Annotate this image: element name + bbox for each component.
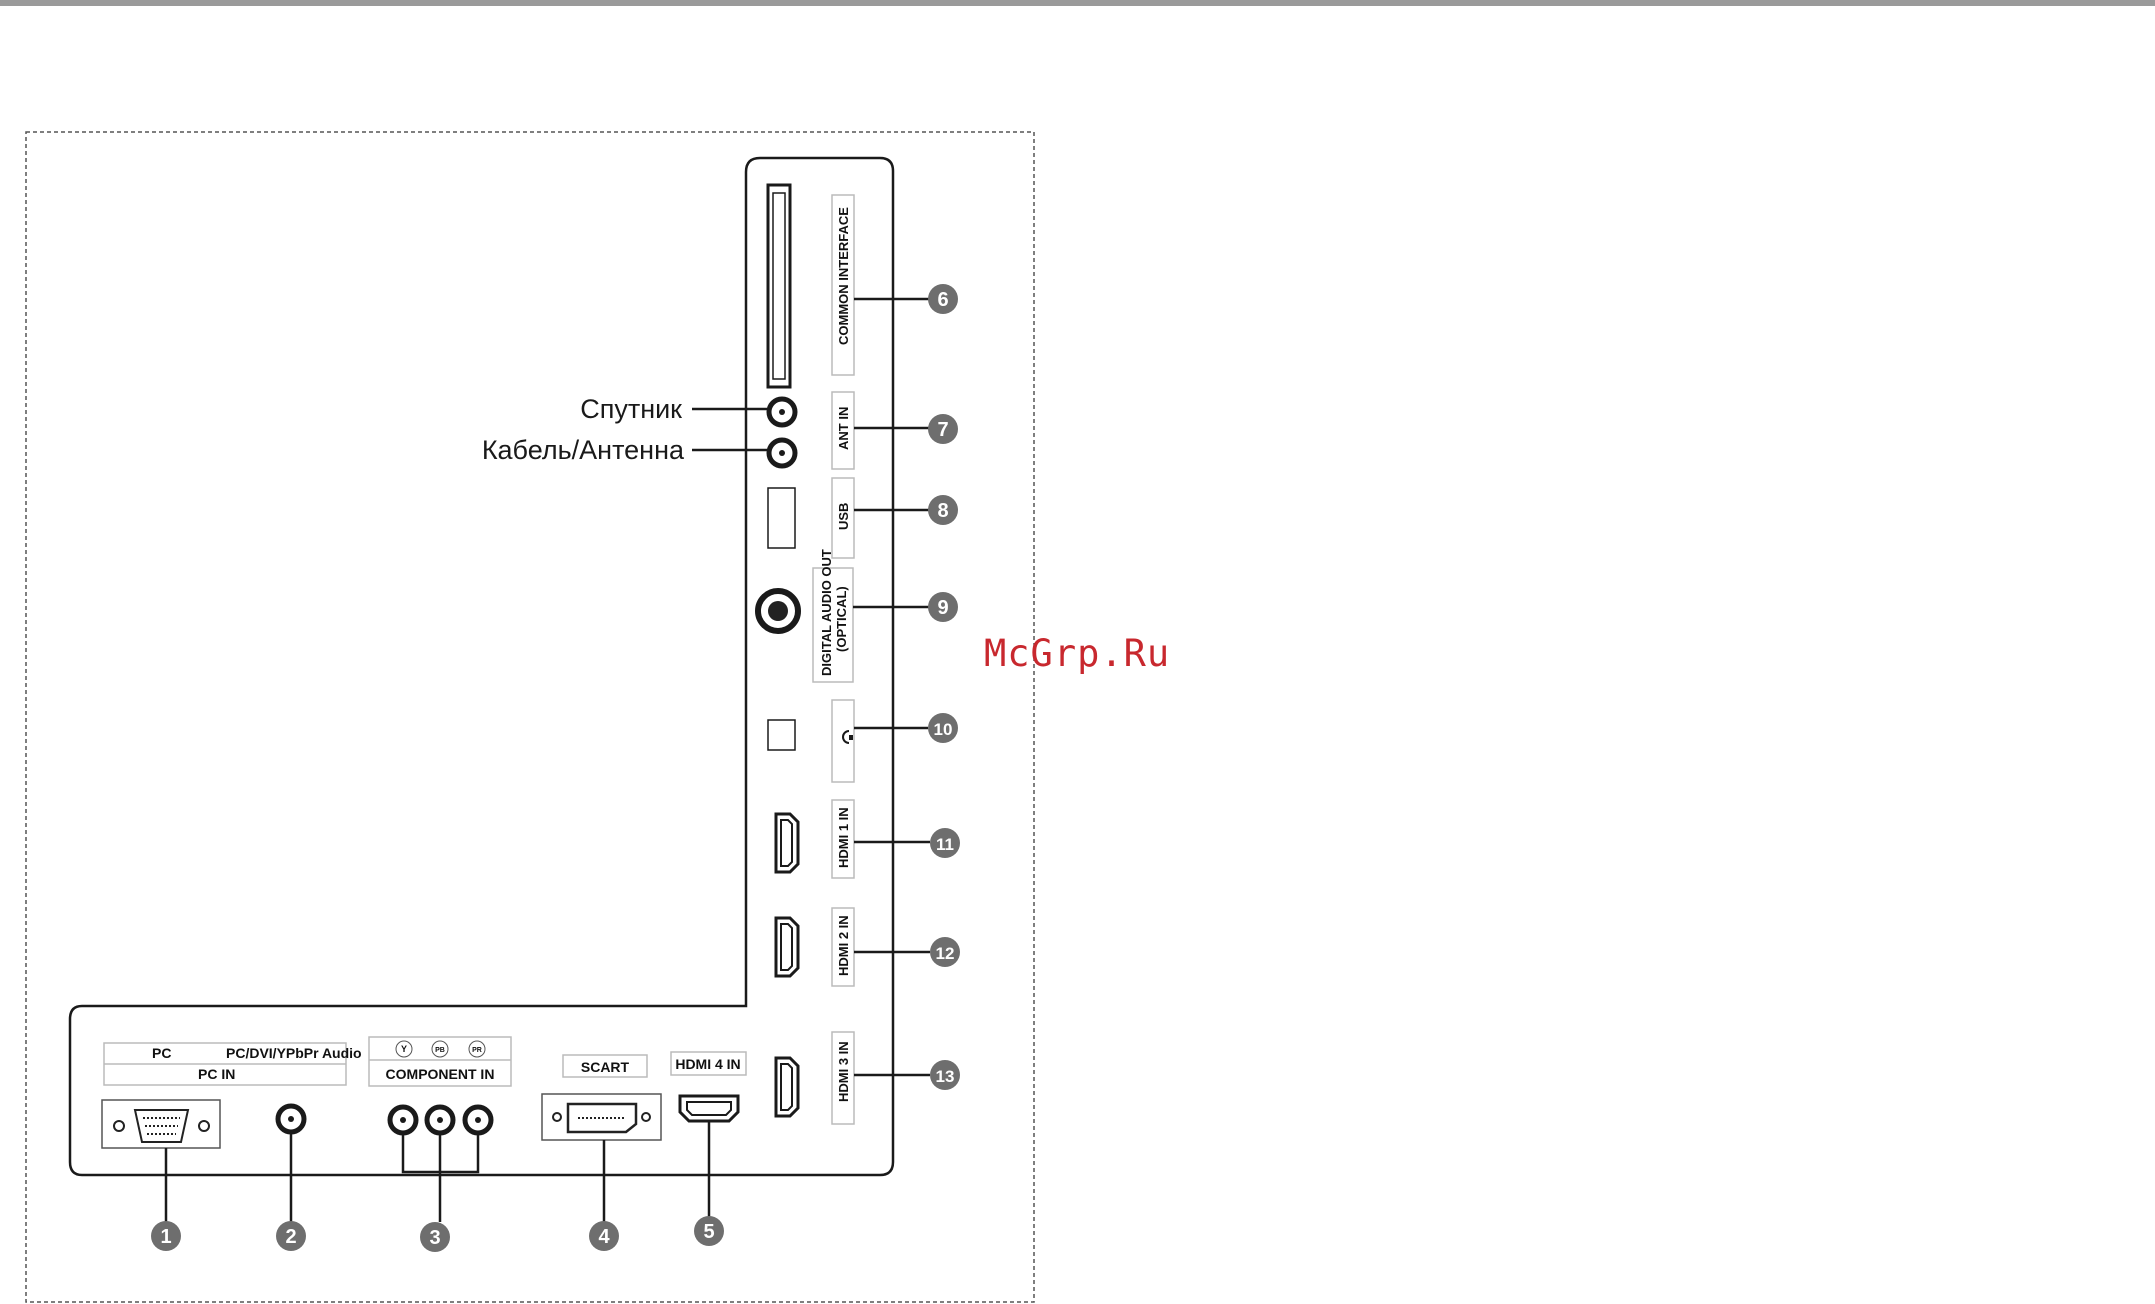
pc-in-label: PC IN <box>198 1066 235 1082</box>
tv-panel-outline <box>70 158 893 1175</box>
hdmi4-port[interactable] <box>680 1096 738 1121</box>
svg-text:7: 7 <box>937 419 948 441</box>
usb-port[interactable] <box>768 488 795 548</box>
svg-text:5: 5 <box>703 1221 714 1243</box>
svg-text:4: 4 <box>598 1226 610 1248</box>
component-pb-label: PB <box>435 1047 445 1054</box>
callout-3: 3 <box>420 1222 450 1252</box>
pc-label: PC <box>152 1045 171 1061</box>
headphone-icon <box>843 731 853 743</box>
hdmi1-label: HDMI 1 IN <box>836 807 851 868</box>
pc-dvi-audio-label: PC/DVI/YPbPr Audio <box>226 1045 362 1061</box>
optical-label: (OPTICAL) <box>834 586 849 652</box>
svg-text:10: 10 <box>934 720 953 739</box>
callout-4: 4 <box>589 1221 619 1251</box>
scart-label: SCART <box>581 1059 630 1075</box>
component-y-label: Y <box>401 1044 407 1054</box>
callout-1: 1 <box>151 1221 181 1251</box>
watermark: McGrp.Ru <box>984 632 1170 675</box>
digital-audio-out-label: DIGITAL AUDIO OUT <box>819 549 834 676</box>
satellite-label: Спутник <box>580 394 682 424</box>
callout-8: 8 <box>928 495 958 525</box>
svg-text:6: 6 <box>937 289 948 311</box>
right-callout-lines <box>853 299 930 1075</box>
svg-text:2: 2 <box>285 1226 296 1248</box>
callout-10: 10 <box>928 713 958 743</box>
callout-2: 2 <box>276 1221 306 1251</box>
pc-vga-port[interactable] <box>102 1100 220 1148</box>
component-jacks[interactable] <box>390 1107 491 1133</box>
common-interface-label: COMMON INTERFACE <box>836 207 851 345</box>
satellite-antenna-jack[interactable] <box>769 399 795 425</box>
component-in-label: COMPONENT IN <box>386 1066 495 1082</box>
hdmi3-label: HDMI 3 IN <box>836 1041 851 1102</box>
svg-text:8: 8 <box>937 500 948 522</box>
pc-audio-jack[interactable] <box>278 1106 304 1132</box>
svg-text:13: 13 <box>936 1067 955 1086</box>
hdmi3-port[interactable] <box>776 1058 798 1116</box>
headphone-jack[interactable] <box>768 720 795 750</box>
cable-antenna-jack[interactable] <box>769 440 795 466</box>
cable-antenna-label: Кабель/Антенна <box>482 435 685 465</box>
callout-12: 12 <box>930 937 960 967</box>
hdmi1-port[interactable] <box>776 814 798 872</box>
svg-text:1: 1 <box>160 1226 171 1248</box>
callout-13: 13 <box>930 1060 960 1090</box>
callout-6: 6 <box>928 284 958 314</box>
svg-text:11: 11 <box>936 835 954 854</box>
headphone-label-box <box>832 700 854 782</box>
hdmi4-label: HDMI 4 IN <box>675 1056 740 1072</box>
bottom-callout-lines <box>166 1121 709 1222</box>
component-pr-label: PR <box>472 1047 482 1054</box>
usb-label: USB <box>836 503 851 530</box>
svg-text:3: 3 <box>429 1227 440 1249</box>
callout-9: 9 <box>928 592 958 622</box>
callout-11: 11 <box>930 828 960 858</box>
svg-text:9: 9 <box>937 597 948 619</box>
callout-7: 7 <box>928 414 958 444</box>
digital-audio-optical-port[interactable] <box>758 591 798 631</box>
common-interface-slot[interactable] <box>768 185 790 387</box>
svg-text:12: 12 <box>936 944 955 963</box>
callout-5: 5 <box>694 1216 724 1246</box>
ant-in-label: ANT IN <box>836 407 851 450</box>
hdmi2-port[interactable] <box>776 918 798 976</box>
scart-port[interactable] <box>542 1094 661 1140</box>
hdmi2-label: HDMI 2 IN <box>836 915 851 976</box>
